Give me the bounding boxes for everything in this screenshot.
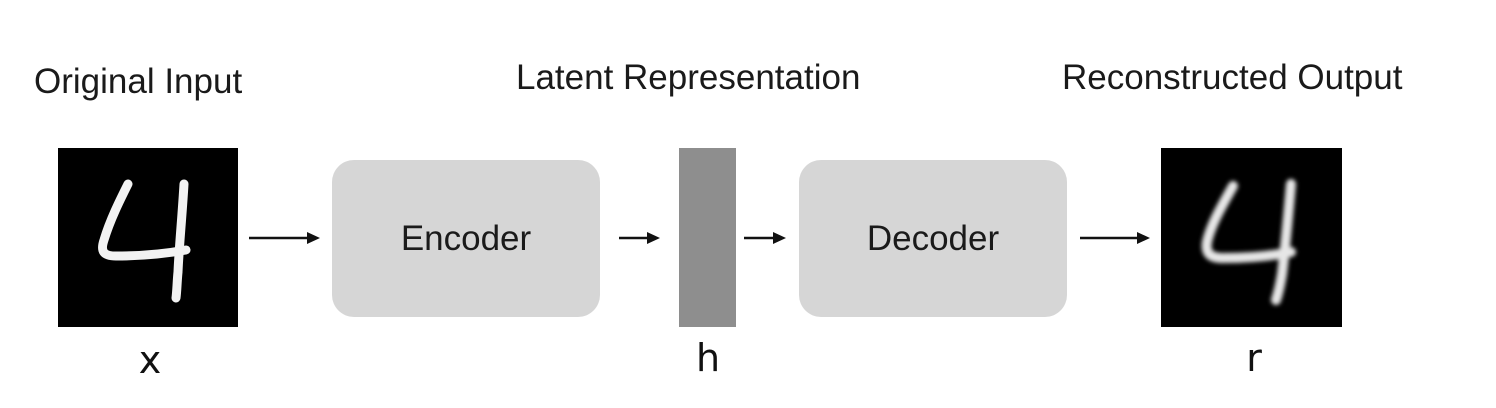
latent-representation-heading: Latent Representation bbox=[516, 58, 861, 97]
decoder-label: Decoder bbox=[866, 218, 1000, 258]
encoder-label: Encoder bbox=[400, 218, 532, 258]
arrow-right-icon bbox=[619, 230, 660, 246]
digit-four-icon bbox=[98, 179, 191, 303]
arrow-right-icon bbox=[1080, 230, 1150, 246]
digit-four-icon bbox=[1201, 179, 1296, 305]
decoder-block: Decoder bbox=[799, 160, 1067, 317]
input-variable-label: x bbox=[138, 338, 162, 382]
output-variable-label: r bbox=[1246, 336, 1262, 380]
original-input-heading: Original Input bbox=[34, 62, 243, 101]
encoder-block: Encoder bbox=[332, 160, 600, 317]
input-digit-image bbox=[58, 148, 238, 327]
arrow-right-icon bbox=[744, 230, 786, 246]
latent-representation-bar bbox=[679, 148, 736, 327]
latent-variable-label: h bbox=[695, 336, 721, 380]
reconstructed-output-heading: Reconstructed Output bbox=[1062, 58, 1403, 97]
output-digit-image bbox=[1161, 148, 1342, 327]
arrow-right-icon bbox=[249, 230, 320, 246]
